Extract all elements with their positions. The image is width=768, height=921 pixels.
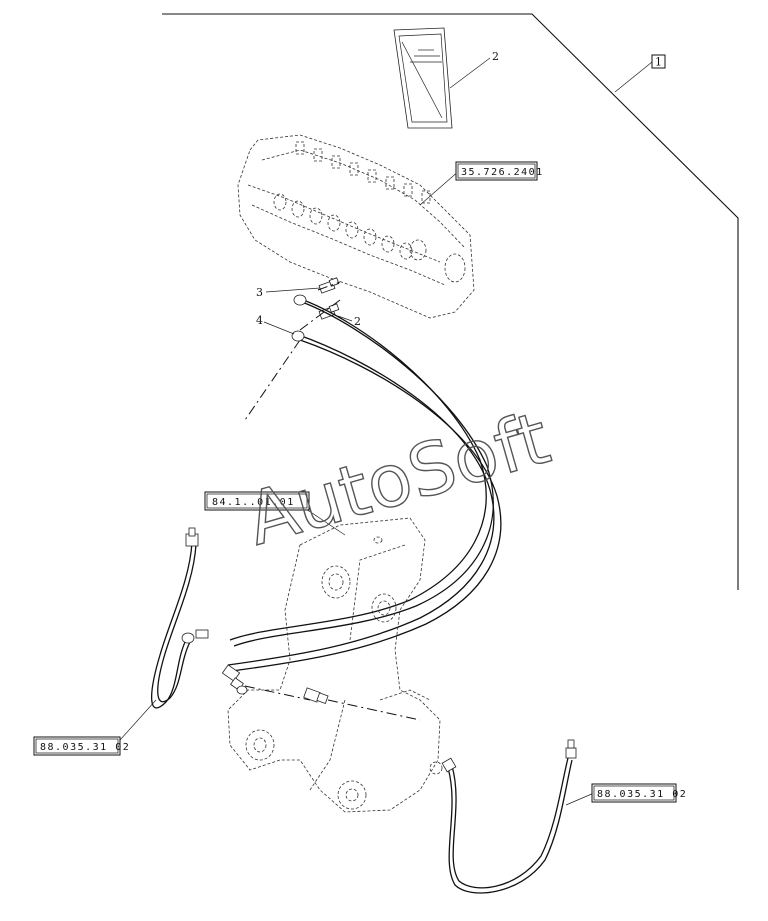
valve-ref-leader (419, 169, 461, 206)
hose-4-leader (263, 321, 295, 335)
manual-leader (449, 57, 491, 89)
fitting-3-callout: 3 (256, 286, 263, 299)
fitting-2-leader (337, 315, 353, 322)
hose-4 (227, 294, 502, 672)
frame-ref-box (204, 491, 310, 511)
right-hose-ref-label: 88.035.31 02 (597, 789, 687, 800)
right-hose-leader (565, 792, 595, 806)
manual-booklet-icon (393, 27, 453, 129)
right-hose-ref-box (591, 783, 677, 803)
watermark: AutoSoft (238, 396, 558, 562)
swing-frame (227, 517, 443, 813)
fitting-3 (318, 277, 340, 294)
coupling-right (303, 687, 329, 704)
left-hose-ref-box (33, 736, 121, 756)
fitting-3-leader (265, 287, 321, 293)
frame-ref-label: 84.1..01.01 (212, 497, 295, 508)
manual-callout-number: 2 (492, 50, 499, 63)
kit-callout-number: 1 (655, 56, 662, 69)
hose-4-callout: 4 (256, 314, 263, 327)
kit-leader (614, 61, 653, 93)
kit-callout-box (651, 54, 666, 69)
valve-ref-label: 35.726.2401 (461, 167, 544, 178)
auxiliary-hose-right (441, 739, 577, 894)
valve-ref-box (455, 161, 538, 181)
left-hose-ref-label: 88.035.31 02 (40, 742, 130, 753)
auxiliary-hose-left (151, 527, 209, 709)
coupling-left (221, 664, 248, 695)
fitting-2-callout: 2 (354, 315, 361, 328)
control-valve-block (237, 134, 475, 319)
kit-bracket-line (162, 13, 739, 590)
left-hose-leader (119, 699, 157, 741)
